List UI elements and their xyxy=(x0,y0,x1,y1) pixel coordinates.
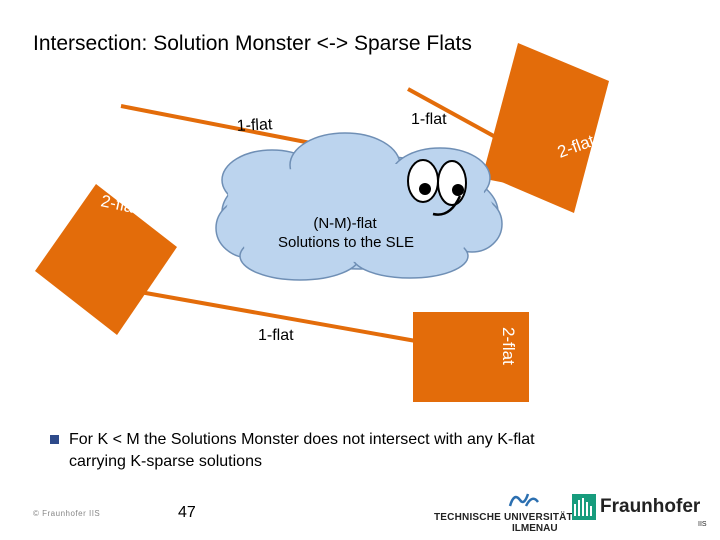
two-flat-plane-bottom-right xyxy=(413,312,529,402)
cloud-label-line1: (N-M)-flat xyxy=(313,215,377,232)
footer-copyright: © Fraunhofer IIS xyxy=(33,509,101,518)
cloud-label-line2: Solutions to the SLE xyxy=(278,234,414,251)
two-flat-plane-left xyxy=(35,184,177,335)
slide-title: Intersection: Solution Monster <-> Spars… xyxy=(33,32,472,55)
tu-logo-line2: ILMENAU xyxy=(512,523,558,534)
one-flat-label-top-left: 1-flat xyxy=(236,116,273,135)
two-flat-label-bottom-right: 2-flat xyxy=(499,327,518,365)
one-flat-label-bottom: 1-flat xyxy=(258,327,294,344)
bullet-item: For K < M the Solutions Monster does not… xyxy=(50,429,610,473)
tu-ilmenau-logo: TECHNISCHE UNIVERSITÄT ILMENAU xyxy=(434,490,573,534)
fraunhofer-emblem-icon xyxy=(572,494,596,520)
two-flat-plane-top-right xyxy=(483,43,609,213)
bullet-square-icon xyxy=(50,435,59,444)
solutions-cloud xyxy=(215,132,503,281)
bullet-text: For K < M the Solutions Monster does not… xyxy=(69,431,535,470)
page-number: 47 xyxy=(178,504,196,521)
monster-face xyxy=(407,159,467,216)
one-flat-line-bottom xyxy=(139,290,445,348)
tu-ilmenau-emblem-icon xyxy=(508,493,539,507)
monster-eye-right xyxy=(437,160,467,206)
tu-logo-line1: TECHNISCHE UNIVERSITÄT xyxy=(434,512,573,523)
fraunhofer-wordmark: Fraunhofer xyxy=(600,496,701,517)
fraunhofer-logo: Fraunhofer IIS xyxy=(570,492,710,532)
one-flat-label-top-right: 1-flat xyxy=(411,111,447,128)
monster-eye-left xyxy=(407,159,439,203)
monster-mouth xyxy=(432,195,462,216)
fraunhofer-sub: IIS xyxy=(698,521,707,528)
